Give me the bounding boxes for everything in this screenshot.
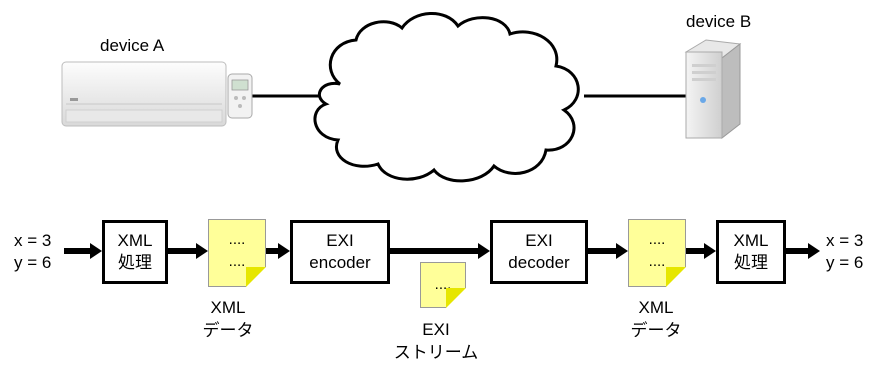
pipeline-arrows <box>64 243 820 259</box>
network-cloud-icon <box>313 12 580 183</box>
xml-data-2-dots-2: .... <box>648 253 666 270</box>
xml-data-1-dots-1: .... <box>228 231 246 248</box>
xml-data-document-1-icon: .... .... <box>208 219 266 287</box>
output-x-value: x = 3 <box>826 231 864 250</box>
decoder-line2: decoder <box>508 253 570 272</box>
xml-data-2-label-2: データ <box>630 321 682 340</box>
server-icon <box>684 39 742 140</box>
xml-data-1-dots-2: .... <box>228 253 246 270</box>
xml-data-2-dots-1: .... <box>648 231 666 248</box>
device-a-label: device A <box>100 36 165 55</box>
device-b-label: device B <box>686 12 752 31</box>
xml-data-document-2-icon: .... .... <box>628 219 686 287</box>
exi-stream-document-icon: .... <box>420 262 466 308</box>
encoder-line1: EXI <box>326 231 354 250</box>
encoder-line2: encoder <box>309 253 371 272</box>
output-y-value: y = 6 <box>826 253 864 272</box>
xml-process-box-1: XML 処理 <box>102 220 168 284</box>
exi-stream-label-1: EXI <box>422 320 450 339</box>
input-x-value: x = 3 <box>14 231 52 250</box>
decoder-line1: EXI <box>525 231 553 250</box>
exi-decoder-box: EXI decoder <box>490 220 588 284</box>
xml-data-1-label-1: XML <box>210 298 246 317</box>
xml-data-2-label-1: XML <box>638 298 674 317</box>
xml-process-2-line1: XML <box>733 231 769 250</box>
input-y-value: y = 6 <box>14 253 52 272</box>
air-conditioner-icon <box>61 61 227 127</box>
xml-process-1-line1: XML <box>117 231 153 250</box>
exi-encoder-box: EXI encoder <box>290 220 390 284</box>
xml-process-box-2: XML 処理 <box>716 220 786 284</box>
remote-controller-icon <box>227 73 253 119</box>
xml-process-2-line2: 処理 <box>734 253 768 272</box>
xml-process-1-line2: 処理 <box>118 253 152 272</box>
exi-stream-label-2: ストリーム <box>393 343 479 362</box>
xml-data-1-label-2: データ <box>202 321 254 340</box>
